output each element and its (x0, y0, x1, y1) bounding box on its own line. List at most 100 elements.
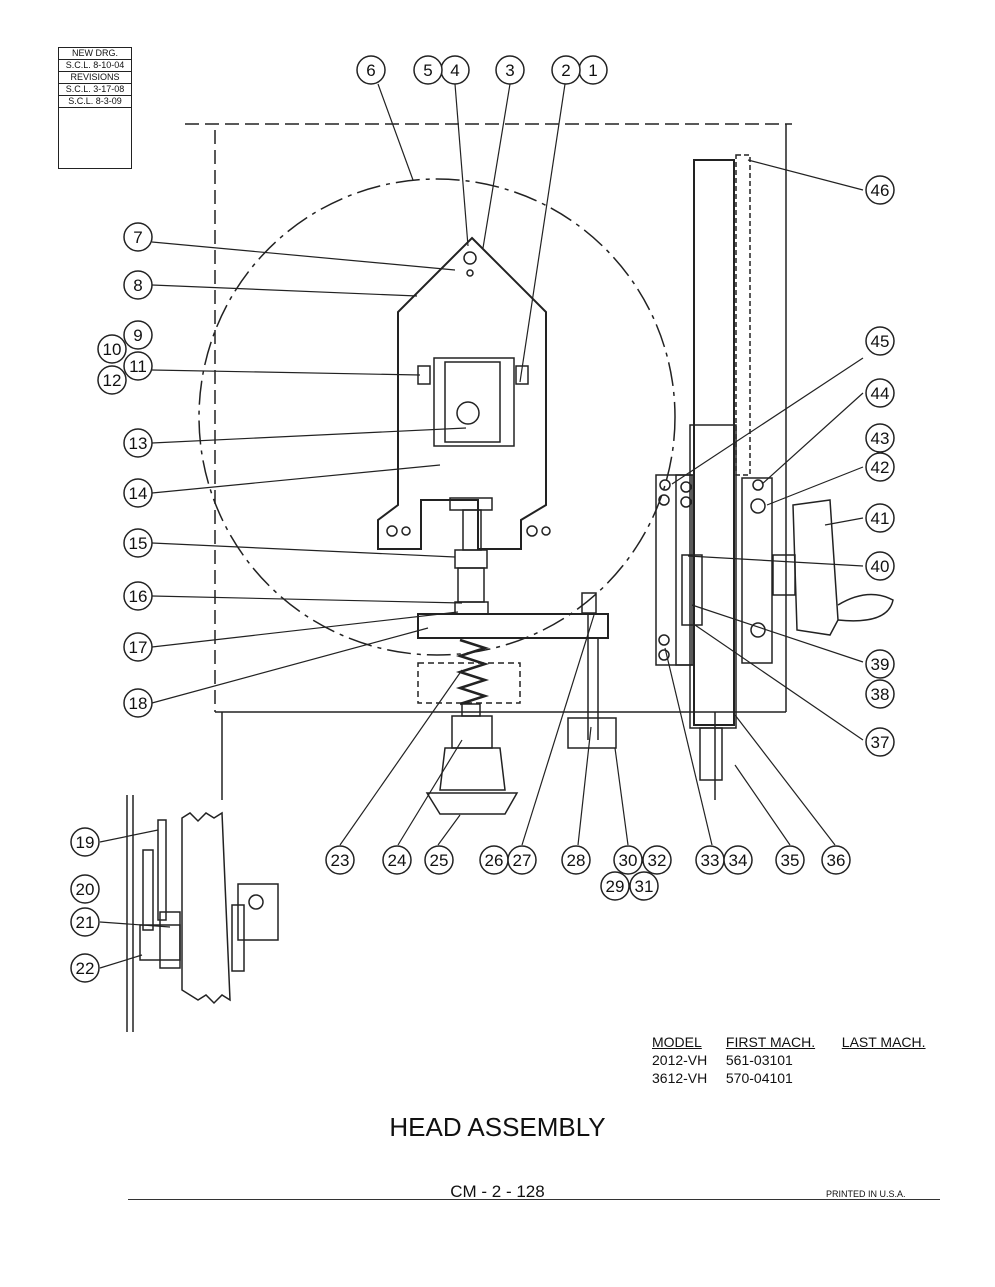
callout-22: 22 (70, 953, 100, 983)
callout-7: 7 (123, 222, 153, 252)
callout-circle (123, 688, 153, 718)
callout-number: 21 (76, 913, 95, 932)
callout-circle (865, 326, 895, 356)
callout-number: 29 (606, 877, 625, 896)
callout-circle (123, 270, 153, 300)
callout-3: 3 (495, 55, 525, 85)
cell-model: 2012-VH (652, 1052, 708, 1068)
callout-circle (413, 55, 443, 85)
callout-21: 21 (70, 907, 100, 937)
callout-24: 24 (382, 845, 412, 875)
table-row: 3612-VH 570-04101 (652, 1069, 952, 1087)
callout-20: 20 (70, 874, 100, 904)
callout-circle (642, 845, 672, 875)
callout-number: 32 (648, 851, 667, 870)
callout-number: 16 (129, 587, 148, 606)
callout-37: 37 (865, 727, 895, 757)
callout-number: 6 (366, 61, 375, 80)
callout-circle (613, 845, 643, 875)
callout-40: 40 (865, 551, 895, 581)
callout-circle (507, 845, 537, 875)
callout-circle (123, 528, 153, 558)
callout-circle (97, 365, 127, 395)
callout-11: 11 (123, 351, 153, 381)
callout-circle (865, 452, 895, 482)
callout-number: 2 (561, 61, 570, 80)
callout-number: 14 (129, 484, 148, 503)
callout-circle (865, 378, 895, 408)
callout-circle (865, 727, 895, 757)
callout-number: 40 (871, 557, 890, 576)
callout-circle (600, 871, 630, 901)
callout-number: 44 (871, 384, 890, 403)
callout-circle (865, 679, 895, 709)
callout-circle (495, 55, 525, 85)
callout-1: 1 (578, 55, 608, 85)
cell-first-mach: 561-03101 (725, 1052, 793, 1068)
callout-number: 24 (388, 851, 407, 870)
footer-rule (128, 1199, 940, 1200)
callout-number: 25 (430, 851, 449, 870)
callout-circle (123, 581, 153, 611)
callout-39: 39 (865, 649, 895, 679)
callout-circle (70, 874, 100, 904)
header-first-mach: FIRST MACH. (725, 1034, 816, 1050)
callout-number: 31 (635, 877, 654, 896)
callout-14: 14 (123, 478, 153, 508)
callout-number: 15 (129, 534, 148, 553)
callout-circle (865, 503, 895, 533)
callout-circle (424, 845, 454, 875)
model-table-header: MODEL FIRST MACH. LAST MACH. (652, 1033, 952, 1051)
callout-46: 46 (865, 175, 895, 205)
callout-number: 9 (133, 326, 142, 345)
revision-line: NEW DRG. (59, 48, 131, 60)
callout-45: 45 (865, 326, 895, 356)
callout-circle (775, 845, 805, 875)
callout-43: 43 (865, 423, 895, 453)
callout-number: 4 (450, 61, 459, 80)
callout-number: 41 (871, 509, 890, 528)
callout-number: 19 (76, 833, 95, 852)
callout-number: 1 (588, 61, 597, 80)
callout-16: 16 (123, 581, 153, 611)
callout-23: 23 (325, 845, 355, 875)
callout-number: 23 (331, 851, 350, 870)
callout-circle (123, 351, 153, 381)
callout-circle (865, 551, 895, 581)
callout-number: 37 (871, 733, 890, 752)
callout-number: 20 (76, 880, 95, 899)
revision-line: REVISIONS (59, 72, 131, 84)
callout-circle (382, 845, 412, 875)
callout-circle (123, 428, 153, 458)
callout-34: 34 (723, 845, 753, 875)
callout-number: 3 (505, 61, 514, 80)
callout-27: 27 (507, 845, 537, 875)
header-last-mach: LAST MACH. (841, 1034, 926, 1050)
callout-18: 18 (123, 688, 153, 718)
callout-6: 6 (356, 55, 386, 85)
callout-5: 5 (413, 55, 443, 85)
callout-26: 26 (479, 845, 509, 875)
callout-circle (723, 845, 753, 875)
callout-35: 35 (775, 845, 805, 875)
revision-line: S.C.L. 8-3-09 (59, 96, 131, 108)
callout-31: 31 (629, 871, 659, 901)
callout-circle (865, 423, 895, 453)
callout-circle (821, 845, 851, 875)
callout-circle (561, 845, 591, 875)
revision-block: NEW DRG. S.C.L. 8-10-04 REVISIONS S.C.L.… (58, 47, 132, 169)
callout-number: 27 (513, 851, 532, 870)
callout-circle (865, 649, 895, 679)
callout-9: 9 (123, 320, 153, 350)
callout-circle (325, 845, 355, 875)
callout-number: 26 (485, 851, 504, 870)
cell-first-mach: 570-04101 (725, 1070, 793, 1086)
callout-number: 10 (103, 340, 122, 359)
callout-32: 32 (642, 845, 672, 875)
header-model: MODEL (652, 1034, 702, 1050)
callout-circle (865, 175, 895, 205)
callout-number: 22 (76, 959, 95, 978)
callout-28: 28 (561, 845, 591, 875)
revision-line: S.C.L. 3-17-08 (59, 84, 131, 96)
